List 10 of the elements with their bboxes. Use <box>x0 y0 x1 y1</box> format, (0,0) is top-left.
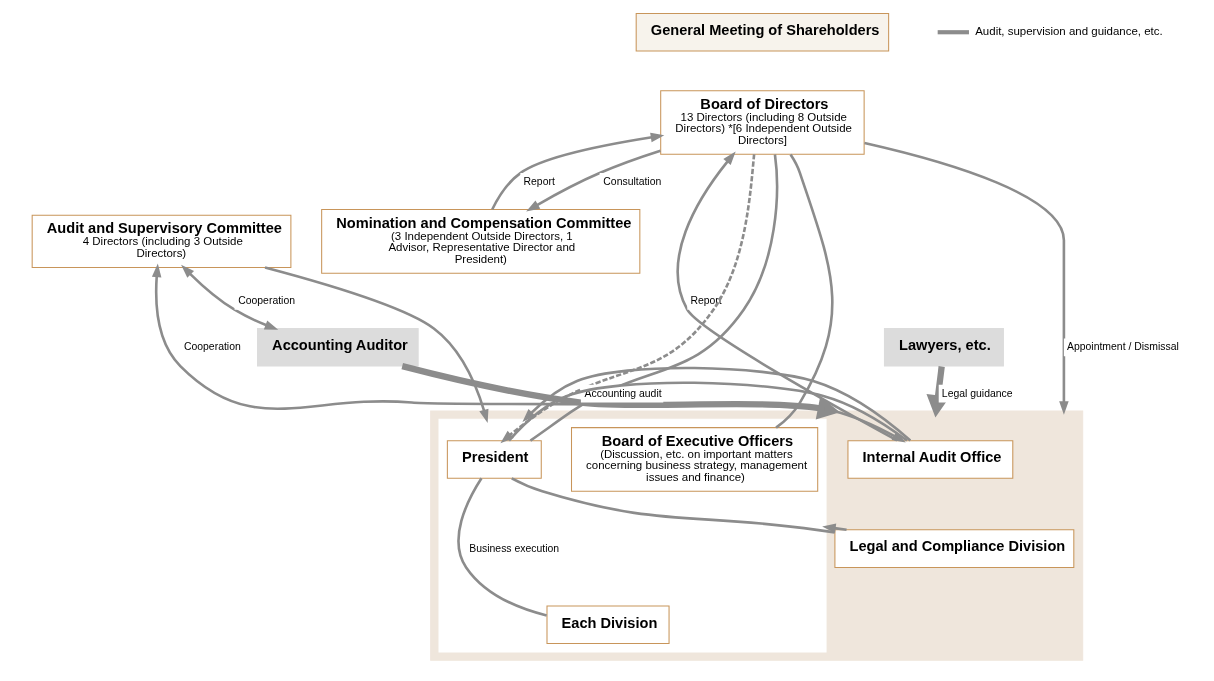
edge-label: Cooperation <box>183 341 241 353</box>
edge-label: Report <box>689 294 722 306</box>
edge-label: Business execution <box>468 542 559 554</box>
edge-label: Cooperation <box>237 294 295 306</box>
edge-label: Legal guidance <box>941 387 1013 399</box>
edge-label: Consultation <box>602 176 661 188</box>
edge-label: Report <box>523 176 555 188</box>
edge-label: Accounting audit <box>584 387 662 399</box>
legend-label: Audit, supervision and guidance, etc. <box>974 25 1163 38</box>
edge-label: Appointment / Dismissal <box>1066 341 1179 353</box>
